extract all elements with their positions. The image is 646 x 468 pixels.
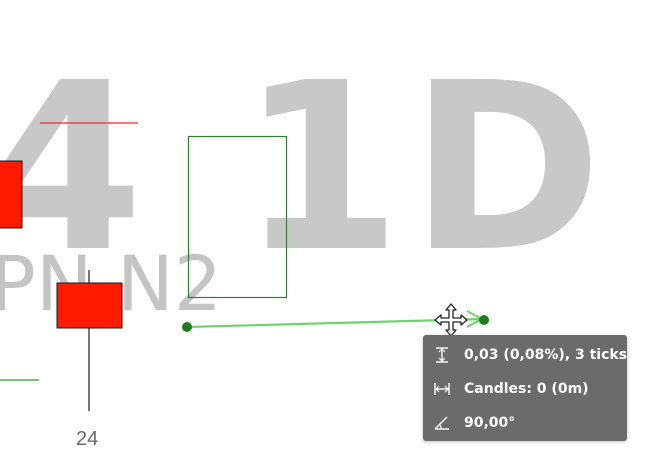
ruler-tooltip: 0,03 (0,08%), 3 ticks Candles: 0 (0m) 90… (423, 335, 627, 441)
horizontal-range-icon (434, 383, 450, 395)
watermark-symbol-timeframe: 4 1D (0, 33, 611, 303)
tooltip-row-angle: 90,00° (432, 412, 515, 434)
rectangle-drawing[interactable] (187, 135, 288, 299)
x-axis-tick-label: 24 (76, 428, 99, 450)
tooltip-angle: 90,00° (464, 415, 516, 431)
ruler-start-handle[interactable] (182, 322, 192, 332)
ruler-end-handle[interactable] (479, 315, 489, 325)
tooltip-row-candles: Candles: 0 (0m) (432, 378, 589, 400)
angle-icon (434, 416, 449, 430)
tooltip-price-range: 0,03 (0,08%), 3 ticks (464, 347, 628, 363)
candle-partial (0, 160, 23, 229)
move-cursor-icon (434, 303, 468, 337)
vertical-range-icon (436, 347, 448, 363)
tooltip-row-price: 0,03 (0,08%), 3 ticks (432, 344, 627, 366)
candle-body[interactable] (56, 282, 123, 329)
tooltip-candles: Candles: 0 (0m) (464, 381, 589, 397)
